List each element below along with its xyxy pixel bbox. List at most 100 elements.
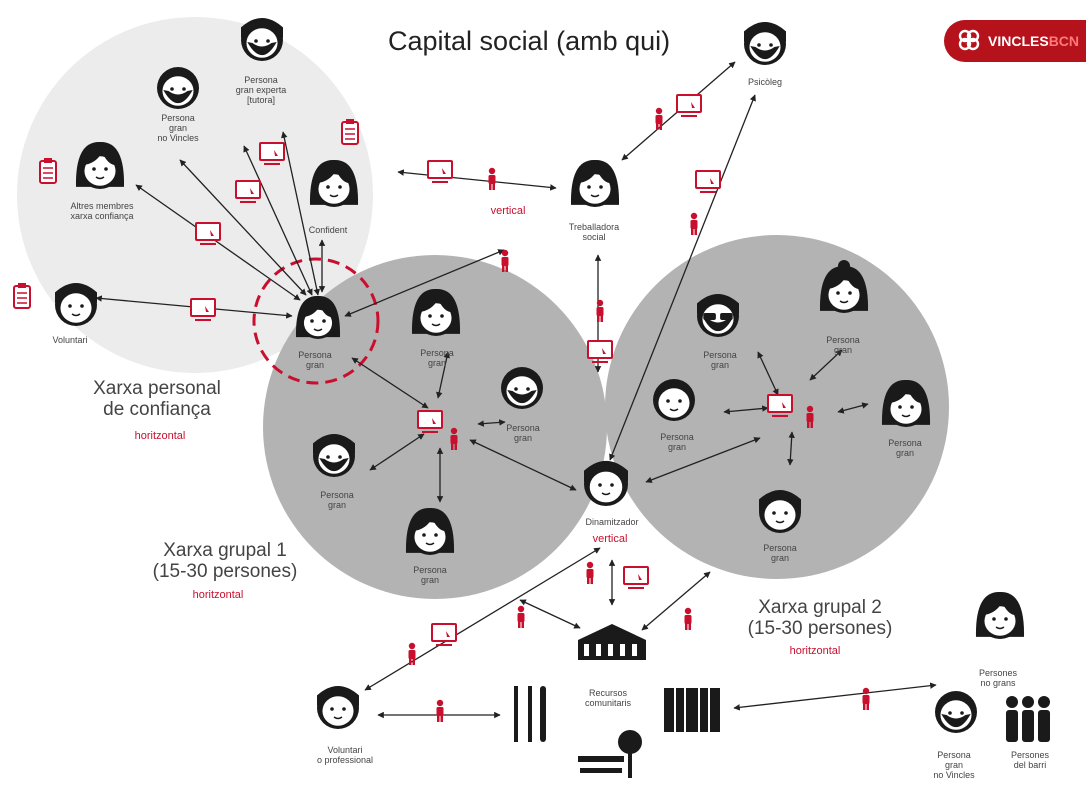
xarxa-grupal-2-tag: horitzontal: [789, 645, 841, 657]
g2-topright-icon: [819, 260, 869, 313]
label-persona-gran-no-vincles-bottom: Persona gran no Vincles: [933, 750, 975, 780]
confident-icon: [309, 159, 359, 207]
person-marker-icon: [408, 642, 416, 665]
persona-gran-no-vincles-bottom-icon: [935, 691, 977, 733]
connection-arrow: [757, 351, 779, 396]
people-icons: [55, 17, 1025, 733]
label-g2-left: Persona gran: [660, 432, 694, 452]
tablet-marker-icon: [623, 566, 649, 589]
voluntari-icon: [55, 282, 97, 326]
connection-arrow: [436, 351, 450, 399]
tablet-marker-icon: [235, 180, 261, 203]
person-marker-icon: [450, 427, 458, 450]
g1-right-icon: [501, 367, 543, 409]
tablet-marker-icon: [427, 160, 453, 183]
xarxa-personal-tag: horitzontal: [134, 430, 186, 442]
treballadora-social-icon: [570, 159, 620, 207]
person-marker-icon: [517, 605, 525, 628]
clipboard-icon: [341, 119, 359, 145]
tablet-marker-icon: [767, 394, 793, 417]
persones-no-grans-icon: [975, 591, 1025, 639]
diagram-title: Capital social (amb qui): [388, 26, 671, 56]
tablet-marker-icon: [195, 222, 221, 245]
person-marker-icon: [596, 299, 604, 322]
park-bench-icon: [578, 730, 642, 778]
xarxa-grupal-2-label: Xarxa grupal 2 (15-30 persones): [747, 597, 893, 639]
books-icon: [664, 688, 720, 732]
persona-gran-center-icon: [295, 295, 341, 339]
connection-markers: [13, 94, 870, 722]
label-g2-right: Persona gran: [888, 438, 922, 458]
connection-arrow: [733, 682, 937, 711]
vincles-logo: VINCLESBCN: [944, 20, 1086, 62]
person-marker-icon: [684, 607, 692, 630]
label-confident: Confident: [308, 225, 348, 235]
label-psicoleg: Psicòleg: [747, 77, 783, 87]
connection-arrow: [344, 249, 505, 317]
label-persones-no-grans: Persones no grans: [978, 668, 1018, 688]
person-marker-icon: [690, 212, 698, 235]
label-treballadora-social: Treballadora social: [568, 222, 620, 242]
vertical-tag-top: vertical: [490, 205, 526, 217]
connection-arrow: [369, 433, 425, 471]
altres-membres-icon: [75, 141, 125, 189]
connection-arrow: [645, 437, 761, 483]
connection-arrow: [519, 599, 581, 629]
label-g1-top: Persona gran: [420, 348, 454, 368]
cutlery-icon: [514, 686, 546, 742]
tablet-marker-icon: [190, 298, 216, 321]
clipboard-icon: [13, 283, 31, 309]
tablet-marker-icon: [695, 170, 721, 193]
label-dinamitzador: Dinamitzador: [585, 517, 639, 527]
g2-left-icon: [653, 379, 695, 421]
connection-arrow: [469, 439, 577, 491]
psicoleg-icon: [744, 21, 786, 65]
voluntari-professional-icon: [317, 685, 359, 729]
g1-top-icon: [411, 288, 461, 336]
person-marker-icon: [488, 167, 496, 190]
connection-arrow: [281, 131, 320, 296]
label-g1-left: Persona gran: [320, 490, 354, 510]
label-g2-topright: Persona gran: [826, 335, 860, 355]
tablet-marker-icon: [417, 410, 443, 433]
clipboard-icon: [39, 158, 57, 184]
connection-arrow: [787, 431, 795, 466]
person-marker-icon: [586, 561, 594, 584]
connection-arrow: [477, 419, 506, 427]
connection-arrow: [723, 405, 769, 415]
dinamitzador-icon: [584, 460, 628, 506]
person-marker-icon: [501, 249, 509, 272]
connection-arrow: [837, 402, 869, 414]
connection-arrow: [351, 357, 429, 409]
connection-arrow: [609, 94, 756, 461]
connection-arrow: [397, 169, 557, 191]
resource-icons: [514, 624, 1050, 778]
label-g1-bottom: Persona gran: [413, 565, 447, 585]
label-voluntari-professional: Voluntari o professional: [316, 745, 374, 765]
xarxa-grupal-1-label: Xarxa grupal 1 (15-30 persones): [152, 540, 298, 582]
tablet-marker-icon: [676, 94, 702, 117]
crowd-icon: [1006, 696, 1050, 742]
label-recursos-comunitaris: Recursos comunitaris: [584, 688, 631, 708]
label-g2-bottom: Persona gran: [763, 543, 797, 563]
brand-suffix: BCN: [1048, 33, 1080, 49]
person-marker-icon: [862, 687, 870, 710]
xarxa-personal-label: Xarxa personal de confiança: [93, 378, 221, 420]
person-marker-icon: [806, 405, 814, 428]
vincles-logo-icon: [958, 29, 980, 51]
connection-arrow: [364, 547, 601, 691]
connection-arrow: [641, 571, 711, 631]
label-voluntari: Voluntari: [52, 335, 88, 345]
xarxa-grupal-1-tag: horitzontal: [192, 589, 244, 601]
tablet-marker-icon: [431, 623, 457, 646]
label-persona-gran-experta: Persona gran experta [tutora]: [235, 75, 287, 105]
connection-arrow: [809, 349, 843, 381]
g2-topleft-icon: [697, 293, 739, 337]
g2-right-icon: [881, 379, 931, 427]
label-g1-right: Persona gran: [506, 423, 540, 443]
vincles-logo-text: VINCLESBCN: [988, 33, 1079, 49]
brand-name: VINCLES: [988, 33, 1049, 49]
label-g2-topleft: Persona gran: [703, 350, 737, 370]
person-marker-icon: [655, 107, 663, 130]
